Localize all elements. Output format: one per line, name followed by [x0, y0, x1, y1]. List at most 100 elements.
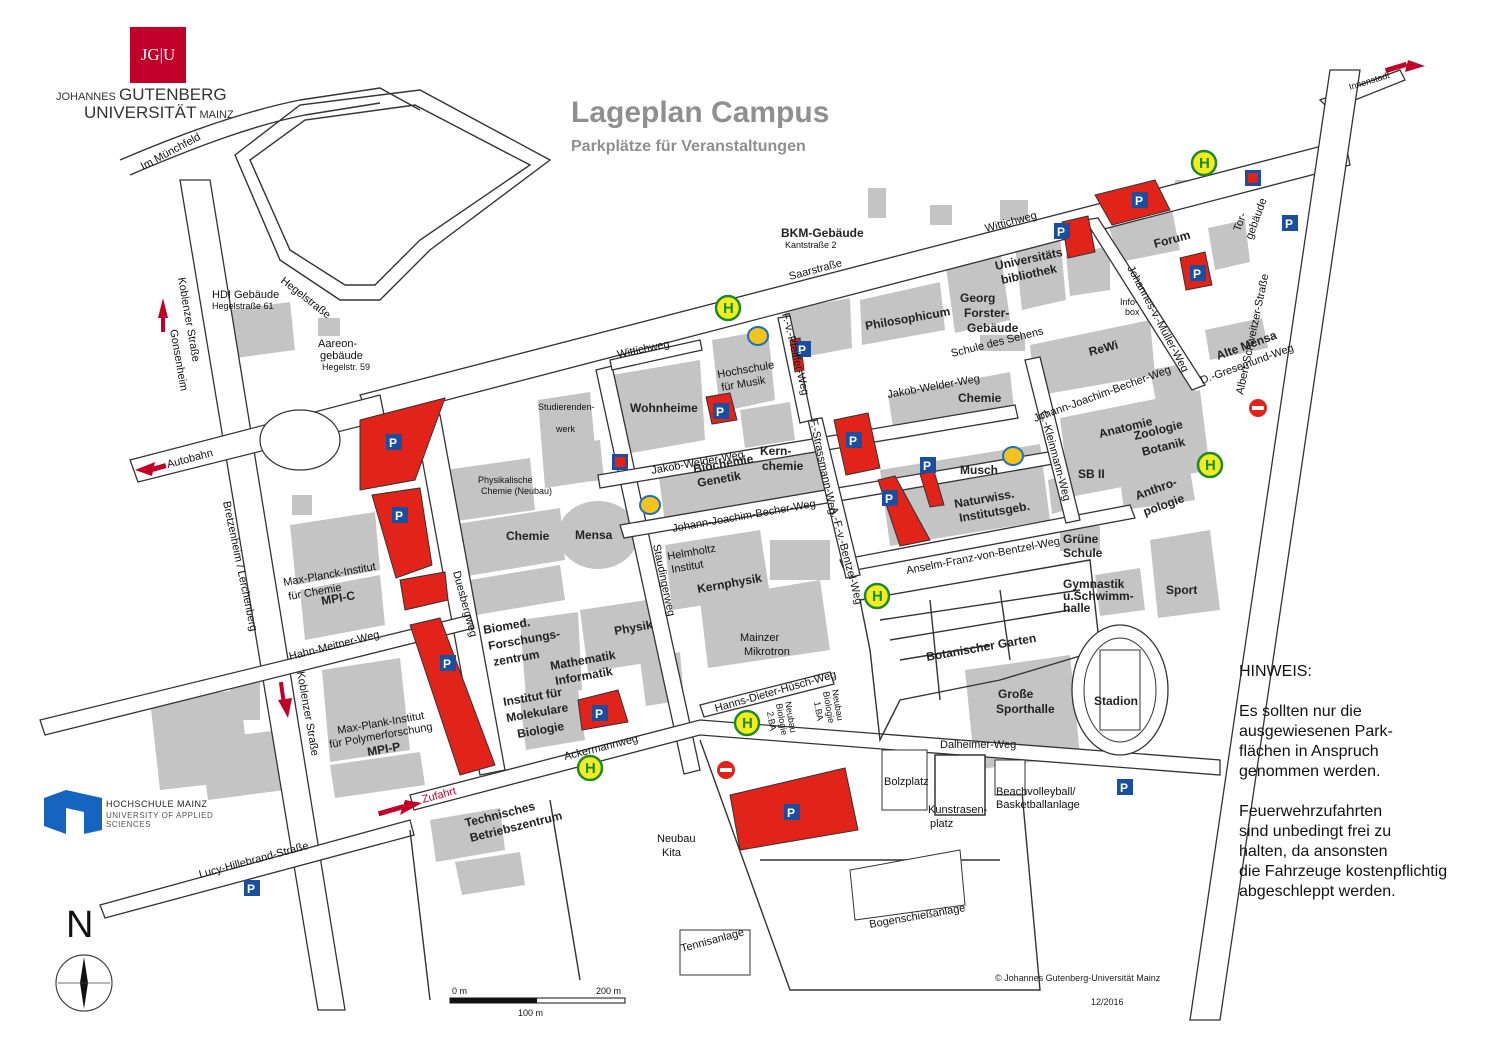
notice-heading: HINWEIS: — [1239, 663, 1312, 680]
svg-text:P: P — [1120, 781, 1128, 795]
stadium — [1071, 624, 1169, 756]
mascot-icon — [747, 326, 769, 346]
mascot-icon — [639, 495, 661, 515]
parking-badge-icon: P — [440, 655, 456, 671]
svg-text:P: P — [389, 436, 397, 450]
label-bkm-address: Kantstraße 2 — [785, 240, 837, 250]
parking-badge-icon: P — [392, 507, 408, 523]
parking-badge-icon: P — [592, 705, 608, 721]
parking-badge-icon: P — [1190, 265, 1206, 281]
svg-text:H: H — [1199, 155, 1210, 172]
label-mikrotron-2: Mikrotron — [744, 646, 790, 658]
parking-badge-icon: P — [1282, 215, 1298, 231]
svg-text:P: P — [787, 806, 795, 820]
label-kunstrasen-1: Kunstrasen- — [928, 804, 988, 816]
parking-badge-icon: P — [882, 490, 898, 506]
label-hdi: HDI Gebäude — [212, 289, 279, 301]
bus-stop-icon: H — [714, 294, 742, 322]
atm-icons — [612, 170, 1261, 470]
svg-text:P: P — [798, 343, 806, 357]
label-studierenden-1: Studierenden- — [538, 402, 595, 412]
map-date: 12/2016 — [1091, 997, 1124, 1007]
svg-text:P: P — [1057, 225, 1065, 239]
label-mpic-3: MPI-C — [320, 588, 356, 608]
jgu-logo-line1: JOHANNES GUTENBERG — [56, 85, 227, 105]
notice-box: HINWEIS: Es sollten nur die ausgewiesene… — [1239, 662, 1484, 922]
label-musch: Musch — [960, 463, 998, 477]
svg-text:P: P — [1135, 194, 1143, 208]
label-bkm: BKM-Gebäude — [781, 226, 864, 240]
hochschule-mainz-subtitle: UNIVERSITY OF APPLIED SCIENCES — [106, 811, 214, 829]
svg-text:P: P — [595, 707, 603, 721]
label-kita-1: Neubau — [657, 833, 696, 845]
jgu-logo-line2-post: MAINZ — [196, 109, 234, 121]
label-kernchemie-2: chemie — [762, 459, 804, 473]
svg-text:P: P — [443, 657, 451, 671]
svg-text:P: P — [923, 459, 931, 473]
sports-fields — [679, 749, 1026, 976]
botanical-garden-paths — [859, 559, 1101, 743]
label-studierenden-2: werk — [555, 424, 576, 434]
parking-area — [359, 397, 446, 491]
label-gymnastik-3: halle — [1063, 601, 1091, 615]
label-sb2: SB II — [1078, 467, 1105, 481]
direction-arrow-icon — [377, 800, 422, 817]
label-wohnheime: Wohnheime — [630, 401, 698, 415]
label-chemie-east: Chemie — [958, 391, 1002, 405]
bus-stops: H H H H H H — [576, 149, 1224, 782]
label-aareon-1: Aareon- — [318, 338, 357, 350]
label-botanischer-garten: Botanischer Garten — [925, 631, 1037, 664]
compass-icon — [55, 954, 113, 1012]
svg-text:P: P — [885, 492, 893, 506]
svg-text:H: H — [1205, 457, 1216, 474]
mascots — [639, 326, 1024, 515]
parking-area — [371, 487, 433, 579]
label-neubau-bio1-3: 1.BA — [812, 701, 825, 722]
label-mikrotron-1: Mainzer — [740, 632, 779, 644]
svg-text:P: P — [716, 405, 724, 419]
label-gymnastik-1: Gymnastik — [1063, 577, 1125, 591]
jgu-logo-line1-main: GUTENBERG — [118, 85, 227, 104]
label-info-2: box — [1125, 307, 1140, 317]
hochschule-mainz-name: HOCHSCHULE MAINZ — [106, 799, 208, 809]
no-entry-signs — [717, 399, 1267, 779]
direction-arrow-icon — [1384, 60, 1425, 74]
label-chemie-west: Chemie — [506, 529, 550, 543]
label-info-1: Info- — [1120, 297, 1138, 307]
hochschule-mainz-logo: HOCHSCHULE MAINZ UNIVERSITY OF APPLIED S… — [44, 790, 214, 834]
scale-label-100: 100 m — [518, 1008, 543, 1018]
atm-icon — [1245, 170, 1261, 186]
label-kita-2: Kita — [662, 847, 682, 859]
direction-arrows — [135, 60, 1425, 817]
notice-paragraph-2: Feuerwehrzufahrten sind unbedingt frei z… — [1239, 803, 1448, 900]
label-grosse-sporthalle-1: Große — [998, 687, 1034, 701]
scale-label-200: 200 m — [596, 986, 621, 996]
label-bolzplatz: Bolzplatz — [884, 776, 929, 788]
jgu-logo-line2-main: UNIVERSITÄT — [84, 103, 197, 122]
parking-badge-icon: P — [784, 804, 800, 820]
parking-area — [399, 571, 449, 611]
svg-text:P: P — [247, 882, 255, 896]
svg-text:H: H — [742, 715, 753, 732]
scale-bar: 0 m 200 m 100 m — [449, 986, 626, 1018]
parking-badge-icon: P — [846, 432, 862, 448]
label-gruene-schule-1: Grüne — [1063, 532, 1099, 546]
svg-text:H: H — [872, 588, 883, 605]
direction-arrow-icon — [278, 681, 292, 718]
map-title: Lageplan Campus — [571, 96, 830, 129]
bus-stop-icon: H — [733, 709, 761, 737]
label-beach-2: Basketballanlage — [996, 799, 1080, 811]
bus-stop-icon: H — [1190, 149, 1218, 177]
parking-badge-icon: P — [795, 341, 811, 357]
label-gruene-schule-2: Schule — [1063, 546, 1103, 560]
label-georg-3: Gebäude — [967, 321, 1019, 335]
north-indicator: N — [66, 904, 94, 946]
label-stadion: Stadion — [1094, 694, 1138, 708]
parking-badge-icon: P — [920, 457, 936, 473]
parking-badge-icon: P — [1132, 192, 1148, 208]
label-hdi-address: Hegelstraße 61 — [212, 301, 274, 311]
label-dalheimer-weg: Dalheimer-Weg — [940, 739, 1016, 751]
jgu-logo-line2: UNIVERSITÄT MAINZ — [84, 103, 234, 123]
road-network — [39, 69, 1406, 1021]
bus-stop-icon: H — [576, 754, 604, 782]
